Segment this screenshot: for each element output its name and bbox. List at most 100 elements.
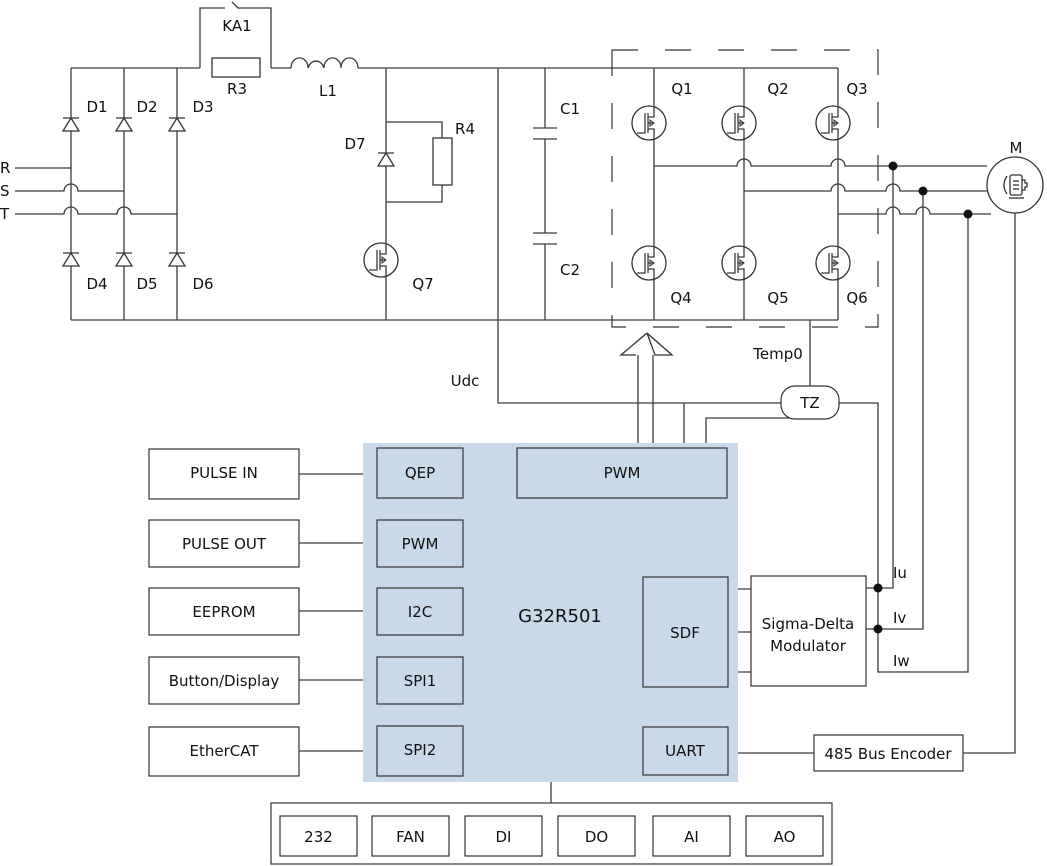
svg-text:I2C: I2C bbox=[408, 603, 432, 621]
junction-dot bbox=[918, 186, 928, 196]
junction-dot bbox=[963, 209, 973, 219]
mosfet-q2 bbox=[721, 105, 757, 141]
io-bus-frame bbox=[270, 802, 833, 865]
io-label: AI bbox=[684, 828, 699, 846]
io-label: DI bbox=[496, 828, 512, 846]
svg-text:Sigma-Delta: Sigma-Delta bbox=[762, 615, 854, 633]
current-label: Iu bbox=[893, 564, 907, 582]
l1-label: L1 bbox=[319, 82, 337, 100]
io-do-box: DO bbox=[557, 815, 636, 857]
io-label: 232 bbox=[304, 828, 333, 846]
svg-text:Button/Display: Button/Display bbox=[169, 672, 280, 690]
mcu-i2c: I2C bbox=[376, 587, 464, 636]
mcu-pwm-out: PWM bbox=[376, 519, 464, 568]
svg-text:TZ: TZ bbox=[799, 394, 819, 412]
junction-dot bbox=[873, 583, 883, 593]
pwm-gate-wires bbox=[637, 355, 790, 448]
encoder-cable bbox=[963, 213, 1016, 754]
mosfet-q7 bbox=[363, 242, 399, 278]
motor-label: M bbox=[1010, 139, 1023, 157]
switch-label: Q6 bbox=[846, 289, 867, 307]
diode-d4 bbox=[61, 251, 81, 267]
iu-wire bbox=[878, 166, 894, 589]
mcu-pwm-main: PWM bbox=[516, 447, 728, 499]
wires bbox=[15, 1, 1016, 803]
io-label: FAN bbox=[396, 828, 425, 846]
io-fan-box: FAN bbox=[371, 815, 450, 857]
svg-text:PWM: PWM bbox=[604, 464, 641, 482]
mcu-name: G32R501 bbox=[518, 606, 602, 627]
input-label: T bbox=[0, 205, 10, 223]
current-label: Iv bbox=[893, 609, 906, 627]
mosfet-q1 bbox=[631, 105, 667, 141]
button-display-box: Button/Display bbox=[148, 656, 300, 705]
switch-label: Q3 bbox=[846, 80, 867, 98]
c1-label: C1 bbox=[560, 100, 580, 118]
iv-wire bbox=[878, 191, 924, 630]
io-label: AO bbox=[774, 828, 796, 846]
input-label: S bbox=[0, 182, 10, 200]
diode-label: D4 bbox=[86, 275, 107, 293]
encoder-box: 485 Bus Encoder bbox=[813, 734, 964, 772]
svg-text:UART: UART bbox=[665, 742, 706, 760]
relay-label: KA1 bbox=[222, 17, 251, 35]
modulator-inputs bbox=[866, 587, 878, 630]
mcu-qep: QEP bbox=[376, 447, 464, 499]
current-label: Iw bbox=[893, 652, 910, 670]
io-ai-box: AI bbox=[652, 815, 731, 857]
junction-dot bbox=[873, 624, 883, 634]
capacitor-bank bbox=[533, 68, 557, 320]
resistor-r3 bbox=[211, 57, 261, 78]
input-t bbox=[15, 206, 177, 215]
eeprom-box: EEPROM bbox=[148, 587, 300, 636]
diode-d3 bbox=[167, 116, 187, 132]
inductor-l1 bbox=[290, 57, 359, 69]
mosfet-q4 bbox=[631, 245, 667, 281]
ethercat-box: EtherCAT bbox=[148, 726, 300, 777]
pulse-out-box: PULSE OUT bbox=[148, 519, 300, 568]
phase-v bbox=[744, 183, 987, 192]
diode-label: D2 bbox=[136, 98, 157, 116]
switch-label: Q5 bbox=[767, 289, 788, 307]
phase-w bbox=[838, 206, 991, 215]
switch-label: Q4 bbox=[670, 289, 691, 307]
pulse-in-box: PULSE IN bbox=[148, 448, 300, 500]
sigma-delta-modulator-box: Sigma-Delta Modulator bbox=[750, 575, 867, 687]
switch-label: Q1 bbox=[671, 80, 692, 98]
motor-icon bbox=[1003, 174, 1028, 199]
c2-label: C2 bbox=[560, 261, 580, 279]
r3-label: R3 bbox=[227, 80, 247, 98]
svg-text:PULSE IN: PULSE IN bbox=[190, 464, 258, 482]
diode-d5 bbox=[114, 251, 134, 267]
input-s bbox=[15, 183, 124, 192]
svg-text:SPI2: SPI2 bbox=[404, 741, 437, 759]
io-ao-box: AO bbox=[745, 815, 824, 857]
resistor-r4 bbox=[432, 137, 453, 186]
udc-sense-wire bbox=[497, 68, 781, 404]
mcu-spi1: SPI1 bbox=[376, 656, 464, 705]
svg-text:EEPROM: EEPROM bbox=[192, 603, 255, 621]
svg-text:PULSE OUT: PULSE OUT bbox=[182, 535, 267, 553]
io-di-box: DI bbox=[464, 815, 543, 857]
junction-dot bbox=[888, 161, 898, 171]
gate-drive-arrow bbox=[619, 332, 674, 356]
diode-label: D6 bbox=[192, 275, 213, 293]
svg-text:QEP: QEP bbox=[405, 464, 435, 482]
svg-text:SDF: SDF bbox=[670, 624, 700, 642]
phase-u bbox=[654, 158, 987, 167]
svg-text:SPI1: SPI1 bbox=[404, 672, 437, 690]
d7-label: D7 bbox=[344, 135, 365, 153]
input-label: R bbox=[0, 159, 10, 177]
diode-label: D5 bbox=[136, 275, 157, 293]
mosfet-q6 bbox=[815, 245, 851, 281]
mosfet-q5 bbox=[721, 245, 757, 281]
svg-text:PWM: PWM bbox=[402, 535, 439, 553]
q7-label: Q7 bbox=[412, 275, 433, 293]
diode-d6 bbox=[167, 251, 187, 267]
switch-label: Q2 bbox=[767, 80, 788, 98]
diode-label: D3 bbox=[192, 98, 213, 116]
iw-wire bbox=[839, 214, 969, 673]
diode-d2 bbox=[114, 116, 134, 132]
diode-d7 bbox=[376, 151, 396, 167]
io-label: DO bbox=[585, 828, 608, 846]
